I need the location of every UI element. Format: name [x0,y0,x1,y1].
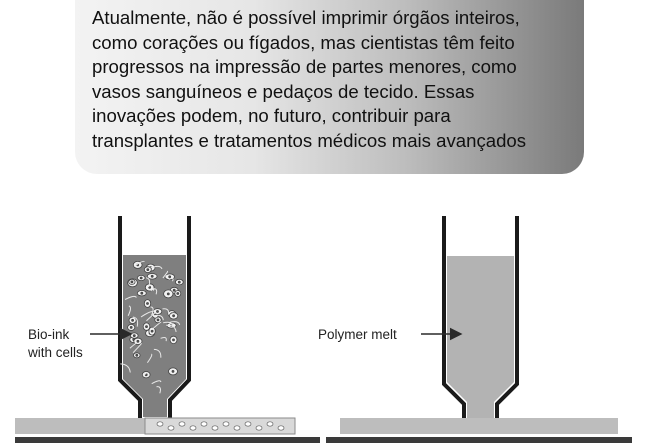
fiber [146,353,153,363]
cell-nucleus [146,302,149,305]
cell-nucleus [172,338,175,342]
fiber [152,288,158,295]
fiber [166,324,177,332]
fiber [153,314,164,321]
bioink-nozzle-wall-right [168,216,191,418]
cell-nucleus [130,280,134,284]
cell-nucleus [140,291,144,295]
strand-cell [156,421,164,427]
cell-nucleus [132,334,136,338]
caption-line-5: inovações podem, no futuro, contribuir p… [92,105,451,127]
fiber [132,316,139,327]
fiber [132,343,143,354]
cell-nucleus [172,288,176,292]
polymer-nozzle-wall-left [442,216,466,418]
cell-nucleus [156,310,159,313]
cell-nucleus [145,325,148,329]
deposited-bioink-strand [144,417,296,435]
fiber [160,336,167,342]
fiber [150,306,154,316]
fiber [153,348,162,358]
right-platform [340,418,618,434]
cell-nucleus [139,276,143,280]
cell-nucleus [150,274,154,278]
fiber-network [120,260,181,394]
fiber [162,308,170,315]
fiber [168,277,174,282]
strand-cell [244,421,252,427]
fiber [150,265,163,270]
cell-nucleus [176,292,180,295]
strand-cell [178,421,186,427]
caption-line-3: progressos na impressão de partes menore… [92,56,517,78]
bioink-nozzle [118,216,191,418]
strand-cell [222,421,230,427]
cell-nucleus [168,275,172,279]
printing-diagram: Bio-ink with cells Polymer melt [15,216,632,443]
fiber [127,305,131,317]
strand-cells [156,421,285,431]
cell-nucleus [146,268,150,272]
left-base [15,437,320,443]
cell-nucleus [156,318,160,322]
strand-cell [233,425,241,431]
caption-line-2: como corações ou fígados, mas cientistas… [92,31,515,53]
bioink-label-line-2: with cells [27,345,83,360]
polymer-melt-fill [447,256,514,418]
fiber [124,295,137,300]
bioink-nozzle-wall-left [118,216,142,418]
strand-cell [277,425,285,431]
strand-cell [189,425,197,431]
fiber [156,386,161,394]
strand-cell [211,425,219,431]
cell-nucleus [177,280,181,284]
caption-line-1: Atualmente, não é possível imprimir órgã… [92,7,520,28]
right-base [326,437,632,443]
fiber [133,260,145,267]
cell-nucleus [150,329,154,333]
fiber [145,277,151,288]
bioink-label-line-1: Bio-ink [28,327,70,342]
cell-nucleus [135,353,139,357]
fiber [151,321,162,331]
strand-cell [200,421,208,427]
caption-box: Atualmente, não é possível imprimir órgã… [75,0,584,174]
fiber [168,321,181,326]
cell-nucleus [131,318,135,322]
fiber [142,372,147,377]
fiber [162,270,169,279]
fiber [151,380,162,385]
fiber [129,342,137,349]
polymer-nozzle-wall-right [495,216,519,418]
cell-nucleus [136,339,140,343]
cell-nucleus [129,325,133,329]
strand-cell [255,425,263,431]
strand-cell [266,421,274,427]
caption-line-4: vasos sanguíneos e pedaços de tecido. Es… [92,80,475,102]
fiber [146,312,156,322]
caption-text: Atualmente, não é possível imprimir órgã… [92,6,580,154]
fiber [120,363,131,373]
polymer-label: Polymer melt [318,327,397,342]
polymer-nozzle [442,216,519,418]
strand-cell [167,425,175,431]
cell-nucleus [166,292,170,296]
cell-nucleus [171,369,175,373]
cell-nucleus [172,314,176,318]
caption-line-6: transplantes e tratamentos médicos mais … [92,129,527,151]
